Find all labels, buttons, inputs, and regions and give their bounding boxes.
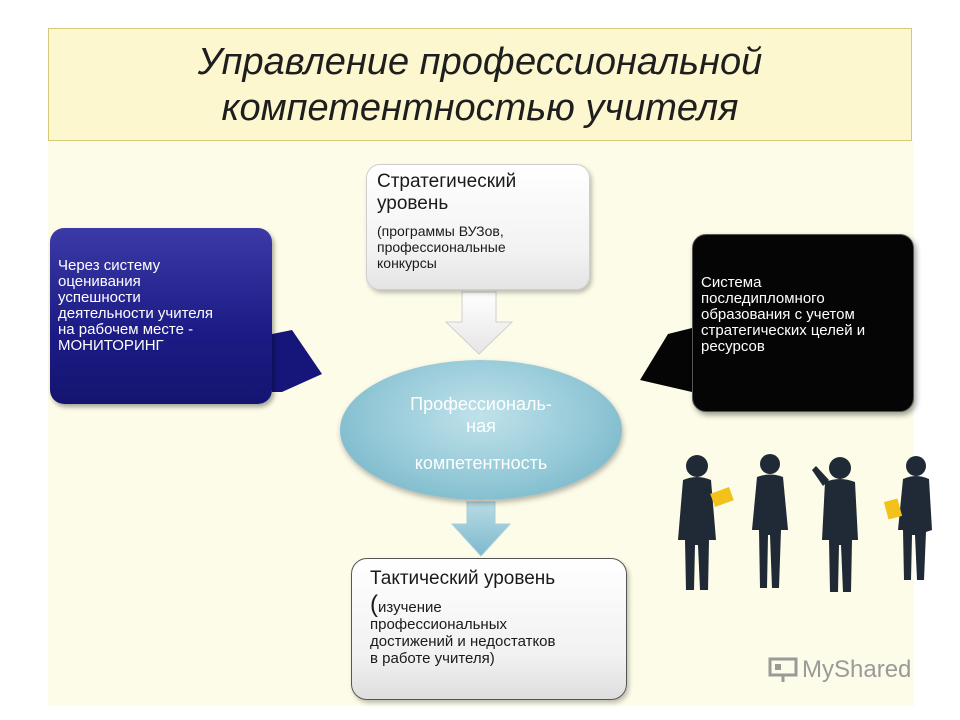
professional-competence-ellipse: Профессиональ- ная компетентность [340,360,622,500]
down-arrow-strategic [444,291,514,355]
ellipse-line-3: компетентность [414,453,548,473]
right-arrow-monitoring [272,330,322,392]
left-arrow-postgrad [640,328,692,392]
person-silhouette [898,456,932,580]
watermark-text: MyShared [802,656,912,683]
person-silhouette [812,457,858,592]
tactical-sub-line: профессиональных [370,616,507,633]
tactical-title: Тактический уровень [370,568,556,589]
title-line-2: компетентностью учителя [221,86,739,129]
tactical-sub-first-text: изучение [378,599,442,616]
postgrad-line: ресурсов [701,338,765,355]
postgrad-line: последипломного [701,290,825,307]
ellipse-line-1: Профессиональ- [410,394,552,414]
monitoring-line: МОНИТОРИНГ [58,337,164,354]
folder-icon [883,498,903,520]
strategic-title-line: уровень [377,193,449,214]
strategic-title-line: Стратегический [377,171,517,192]
title-line-1: Управление профессиональной [197,40,763,83]
strategic-sub-line: (программы ВУЗов, [377,223,504,239]
strategic-sub-line: профессиональные [377,239,506,255]
postgrad-line: стратегических целей и [701,322,866,339]
monitoring-line: на рабочем месте - [58,321,194,338]
business-people-illustration [678,454,932,592]
tactical-paren: ( [370,591,378,618]
postgrad-line: образования с учетом [701,306,855,323]
postgraduate-education-box: Система последипломного образования с уч… [692,234,914,412]
monitoring-line: деятельности учителя [58,305,213,322]
folder-icon [710,487,734,507]
monitoring-line: Через систему [58,257,161,274]
ellipse-line-2: ная [466,416,496,436]
presentation-board-icon [768,657,798,682]
tactical-sub-line: в работе учителя) [370,650,495,667]
watermark: MyShared [768,656,911,684]
strategic-sub-line: конкурсы [377,255,437,271]
monitoring-line: оценивания [58,273,141,290]
tactical-sub-first: (изучение [370,593,614,617]
tactical-level-box: Тактический уровень (изучение профессион… [351,558,627,700]
slide-title: Управление профессиональной компетентнос… [48,28,912,141]
person-silhouette [752,454,788,588]
person-silhouette [678,455,716,590]
monitoring-line: успешности [58,289,141,306]
strategic-sub-block: (программы ВУЗов, профессиональные конку… [377,223,581,271]
postgrad-line: Система [701,274,762,291]
monitoring-box: Через систему оценивания успешности деят… [50,228,272,404]
strategic-level-box: Стратегический уровень (программы ВУЗов,… [366,164,590,290]
down-arrow-tactical [450,501,512,557]
tactical-sub-line: достижений и недостатков [370,633,556,650]
